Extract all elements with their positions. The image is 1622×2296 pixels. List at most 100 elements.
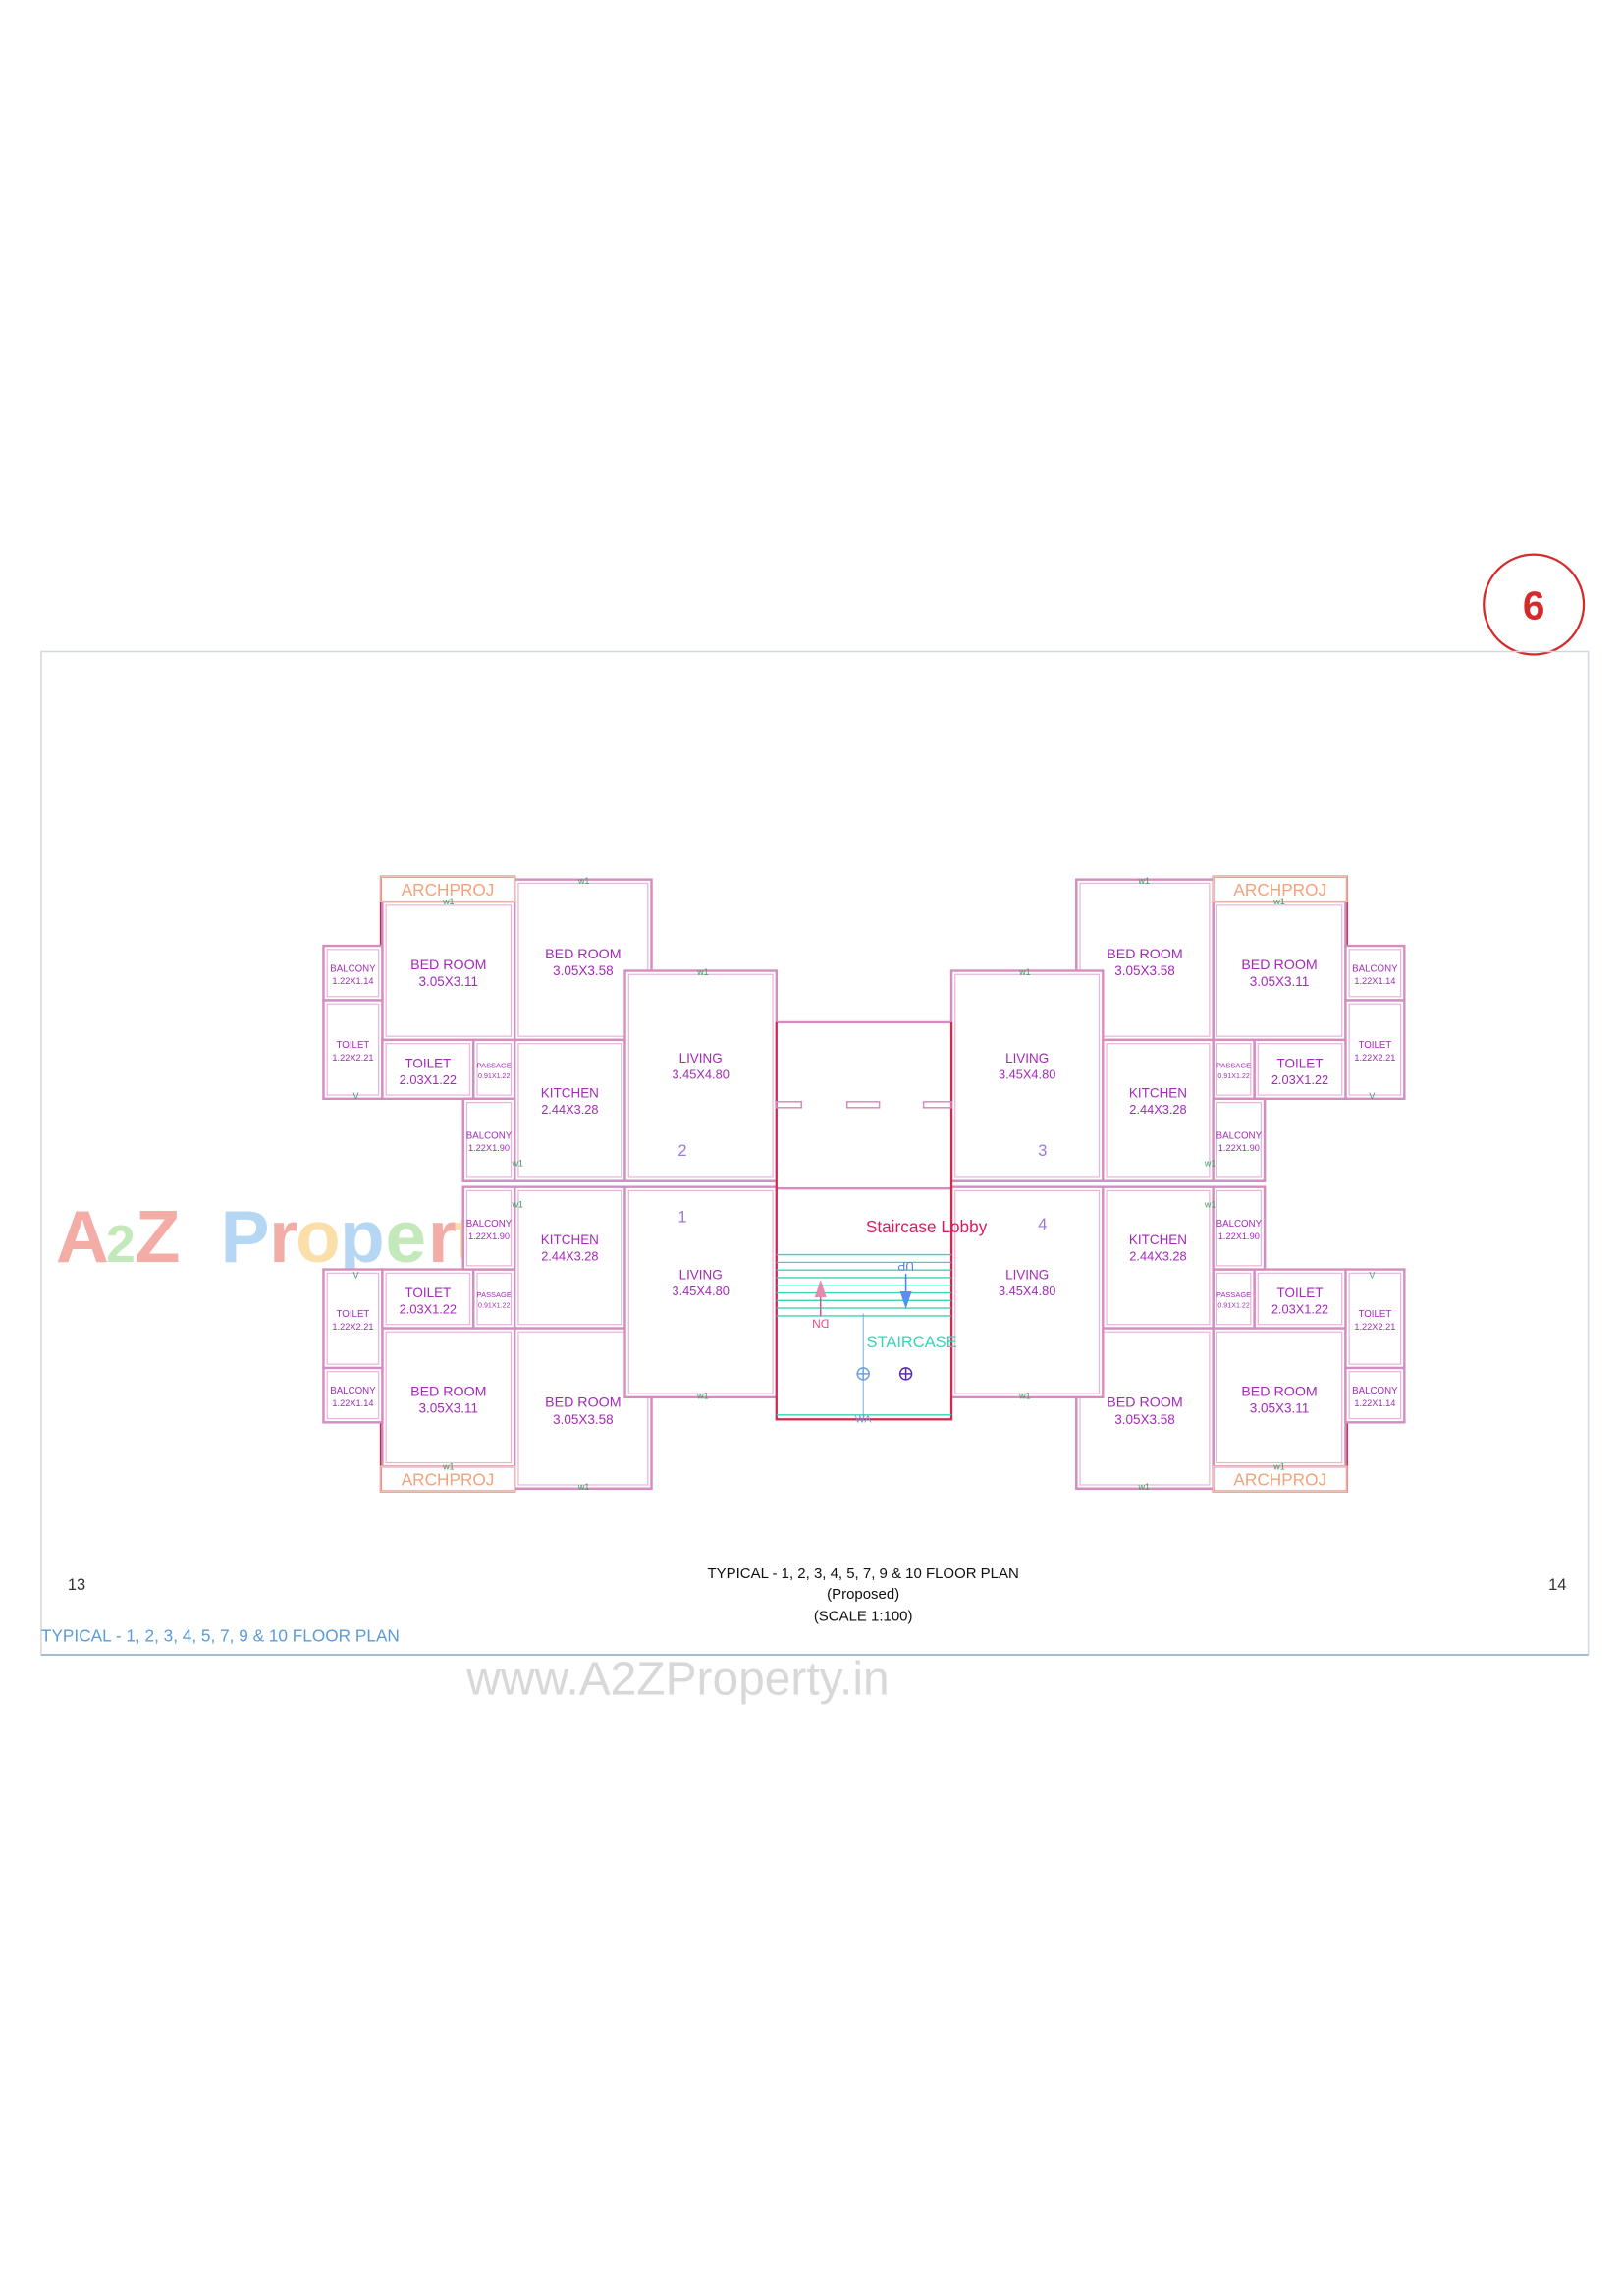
window-tag: w1 (696, 1391, 708, 1400)
room-name: PASSAGE (477, 1290, 512, 1299)
archproj-label: ARCHPROJ (402, 1470, 495, 1490)
room-dimensions: 1.22X2.21 (332, 1053, 373, 1063)
svg-text:A: A (56, 1195, 109, 1278)
staircase-label: STAIRCASE (867, 1334, 957, 1351)
unit-number: 3 (1038, 1142, 1047, 1160)
room-name: TOILET (337, 1040, 370, 1051)
window-tag: w1 (1138, 876, 1150, 886)
room-dimensions: 0.91X1.22 (1217, 1072, 1249, 1080)
sheet-number: 6 (1523, 583, 1544, 629)
room-dimensions: 1.22X1.90 (1218, 1231, 1260, 1241)
room-name: LIVING (679, 1051, 723, 1066)
window-tag: w1 (1018, 1391, 1030, 1400)
room-dimensions: 2.03X1.22 (400, 1072, 457, 1087)
room-dimensions: 2.03X1.22 (400, 1301, 457, 1316)
room-name: TOILET (1277, 1056, 1324, 1070)
room-dimensions: 2.44X3.28 (541, 1249, 598, 1264)
right-grid-ref: 14 (1548, 1576, 1566, 1594)
up-arrow-icon (814, 1280, 827, 1317)
staircase-core: Staircase Lobby STAIRCASE DN UP WA (775, 1020, 988, 1425)
unit-number: 1 (677, 1209, 686, 1227)
room-dimensions: 2.03X1.22 (1271, 1301, 1328, 1316)
room-name: BED ROOM (1107, 1395, 1182, 1411)
ventilator-tag: V (352, 1271, 358, 1281)
room-toilet-small: TOILET 1.22X2.21 (1344, 999, 1406, 1101)
room-dimensions: 0.91X1.22 (478, 1072, 510, 1080)
room-dimensions: 3.05X3.11 (1250, 1401, 1310, 1416)
room-toilet: TOILET 2.03X1.22 (1253, 1038, 1347, 1101)
room-dimensions: 3.05X3.58 (1114, 963, 1175, 978)
window-tag: w1 (577, 1482, 589, 1492)
room-name: TOILET (1358, 1040, 1391, 1051)
unit-number: 4 (1038, 1216, 1047, 1233)
room-name: BALCONY (330, 1386, 376, 1396)
window-tag: w1 (1204, 1159, 1216, 1169)
room-name: TOILET (1277, 1285, 1324, 1300)
window-tag: w1 (442, 1461, 454, 1471)
room-dimensions: 1.22X1.14 (1354, 1398, 1395, 1408)
window-tag: w1 (1204, 1200, 1216, 1210)
room-dimensions: 2.03X1.22 (1271, 1072, 1328, 1087)
window-tag: w1 (1138, 1482, 1150, 1492)
drawing-title: TYPICAL - 1, 2, 3, 4, 5, 7, 9 & 10 FLOOR… (708, 1565, 1019, 1582)
room-dimensions: 1.22X1.14 (332, 1398, 373, 1408)
room-name: PASSAGE (1216, 1290, 1251, 1299)
url-watermark: www.A2ZProperty.in (465, 1653, 889, 1705)
room-dimensions: 1.22X1.90 (468, 1231, 510, 1241)
window-tag: w1 (696, 967, 708, 977)
ventilator-tag: V (1369, 1091, 1375, 1101)
room-dimensions: 3.45X4.80 (672, 1067, 729, 1082)
room-dimensions: 3.05X3.58 (1114, 1412, 1175, 1427)
room-name: TOILET (405, 1285, 451, 1300)
room-dimensions: 1.22X1.90 (468, 1143, 510, 1153)
window-tag: w1 (1272, 897, 1284, 906)
svg-text:r: r (428, 1195, 457, 1278)
room-dimensions: 1.22X2.21 (1354, 1322, 1395, 1332)
sheet-number-badge: 6 (1483, 553, 1586, 656)
room-name: TOILET (1358, 1309, 1391, 1320)
room-name: BALCONY (1216, 1130, 1263, 1141)
room-dimensions: 3.45X4.80 (672, 1284, 729, 1298)
ventilator-tag: V (1369, 1271, 1375, 1281)
room-name: BED ROOM (1107, 947, 1182, 962)
room-dimensions: 1.22X2.21 (1354, 1053, 1395, 1063)
room-dimensions: 1.22X1.14 (332, 976, 373, 986)
room-name: BALCONY (1216, 1219, 1263, 1230)
svg-text:p: p (340, 1195, 385, 1278)
svg-text:P: P (221, 1195, 270, 1278)
room-dimensions: 3.05X3.11 (419, 1401, 479, 1416)
room-name: LIVING (1005, 1267, 1049, 1282)
room-dimensions: 1.22X1.14 (1354, 976, 1395, 986)
room-name: BALCONY (1352, 1386, 1398, 1396)
stair-treads (776, 1253, 952, 1416)
room-dimensions: 0.91X1.22 (478, 1302, 510, 1310)
room-passage: PASSAGE 0.91X1.22 (472, 1268, 516, 1330)
room-dimensions: 3.05X3.11 (1250, 974, 1310, 989)
svg-text:e: e (385, 1195, 426, 1278)
room-name: BALCONY (1352, 963, 1398, 974)
svg-text:o: o (296, 1195, 341, 1278)
drawing-caption: TYPICAL - 1, 2, 3, 4, 5, 7, 9 & 10 FLOOR… (41, 1625, 400, 1645)
room-name: KITCHEN (541, 1085, 599, 1100)
room-name: BED ROOM (410, 957, 486, 973)
room-name: TOILET (337, 1309, 370, 1320)
